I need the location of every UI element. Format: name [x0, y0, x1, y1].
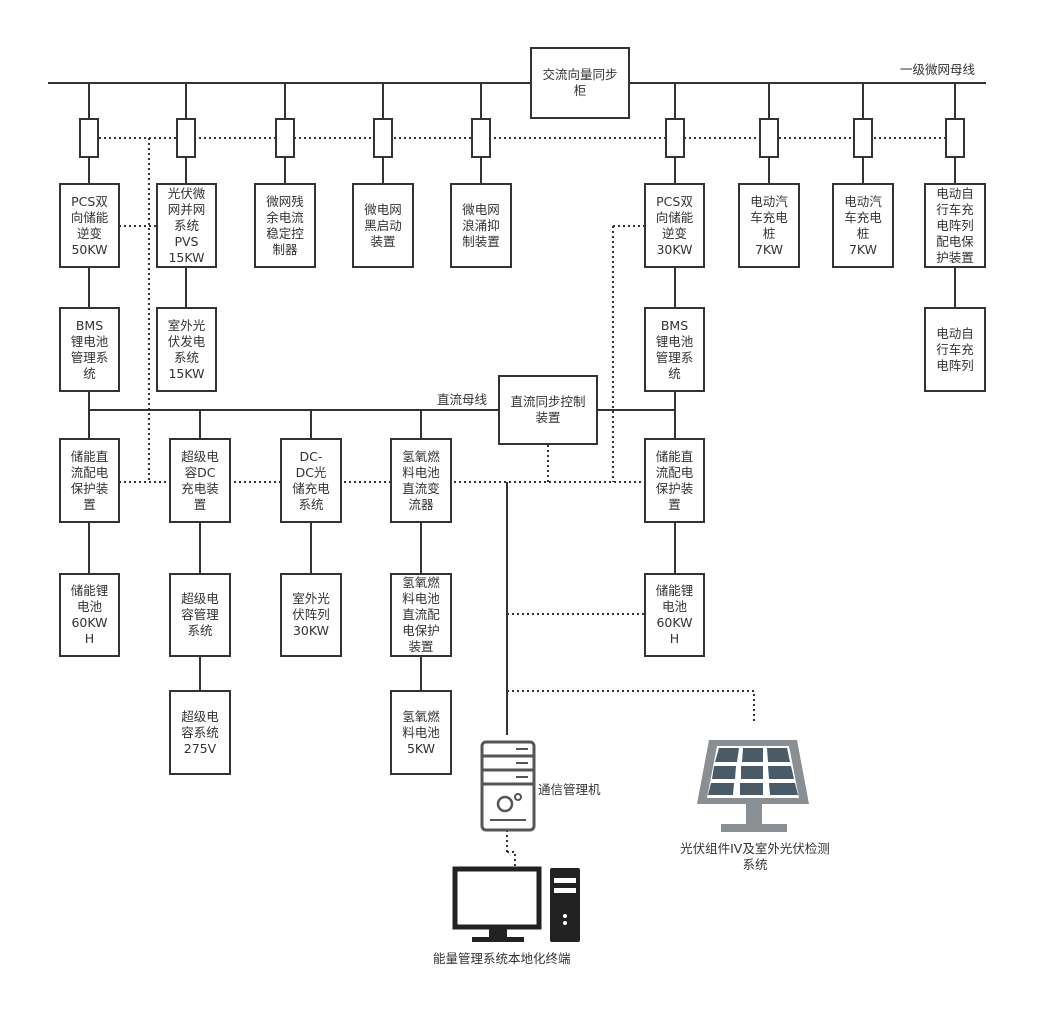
fuel-cell-dc-protection: 氢氧燃 料电池 直流配 电保护 装置 — [390, 573, 452, 657]
dc-sync-controller: 直流同步控制 装置 — [498, 375, 598, 445]
breaker — [275, 118, 295, 158]
dc-bus-label: 直流母线 — [437, 392, 488, 407]
bms-right: BMS 锂电池 管理系 统 — [644, 307, 705, 392]
ev-charger-2: 电动汽 车充电 桩 7KW — [832, 183, 894, 268]
ac-sync-cabinet: 交流向量同步 柜 — [530, 47, 630, 119]
fuel-cell-5kw: 氢氧燃 料电池 5KW — [390, 690, 452, 775]
dcdc-pv-storage-charging: DC- DC光 储充电 系统 — [280, 438, 342, 523]
pcs-inverter-50kw: PCS双 向储能 逆变 50KW — [59, 183, 120, 268]
breaker — [945, 118, 965, 158]
pv-comm-dotted — [507, 690, 755, 722]
black-start-device: 微电网 黑启动 装置 — [352, 183, 414, 268]
fuel-cell-dc-converter: 氢氧燃 料电池 直流变 流器 — [390, 438, 452, 523]
desktop-computer-icon — [452, 866, 580, 942]
ems-terminal-label: 能量管理系统本地化终端 — [433, 951, 571, 966]
breaker — [79, 118, 99, 158]
breaker — [665, 118, 685, 158]
breaker — [471, 118, 491, 158]
pv-grid-system: 光伏微 网并网 系统 PVS 15KW — [156, 183, 217, 268]
breaker — [759, 118, 779, 158]
ev-charger-1: 电动汽 车充电 桩 7KW — [738, 183, 800, 268]
supercap-dc-charger: 超级电 容DC 充电装 置 — [169, 438, 231, 523]
storage-dc-protection-left: 储能直 流配电 保护装 置 — [59, 438, 120, 523]
ebike-distribution-protection: 电动自 行车充 电阵列 配电保 护装置 — [924, 183, 986, 268]
solar-panel-icon — [697, 740, 809, 832]
li-battery-right: 储能锂 电池 60KW H — [644, 573, 705, 657]
storage-dc-protection-right: 储能直 流配电 保护装 置 — [644, 438, 705, 523]
li-battery-left: 储能锂 电池 60KW H — [59, 573, 120, 657]
outdoor-pv-15kw: 室外光 伏发电 系统 15KW — [156, 307, 217, 392]
supercap-system-275v: 超级电 容系统 275V — [169, 690, 231, 775]
ebike-charging-array: 电动自 行车充 电阵列 — [924, 307, 986, 392]
breaker — [853, 118, 873, 158]
ac-bus-label: 一级微网母线 — [900, 62, 976, 77]
residual-current-controller: 微网残 余电流 稳定控 制器 — [254, 183, 316, 268]
bms-left: BMS 锂电池 管理系 统 — [59, 307, 120, 392]
breaker — [373, 118, 393, 158]
server-icon — [480, 740, 536, 832]
supercap-management: 超级电 容管理 系统 — [169, 573, 231, 657]
outdoor-pv-array-30kw: 室外光 伏阵列 30KW — [280, 573, 342, 657]
pcs-inverter-30kw: PCS双 向储能 逆变 30KW — [644, 183, 705, 268]
breaker — [176, 118, 196, 158]
surge-suppression-device: 微电网 浪涌抑 制装置 — [450, 183, 512, 268]
pv-monitor-label: 光伏组件IV及室外光伏检测 系统 — [680, 841, 830, 872]
comm-server-label: 通信管理机 — [538, 782, 601, 797]
